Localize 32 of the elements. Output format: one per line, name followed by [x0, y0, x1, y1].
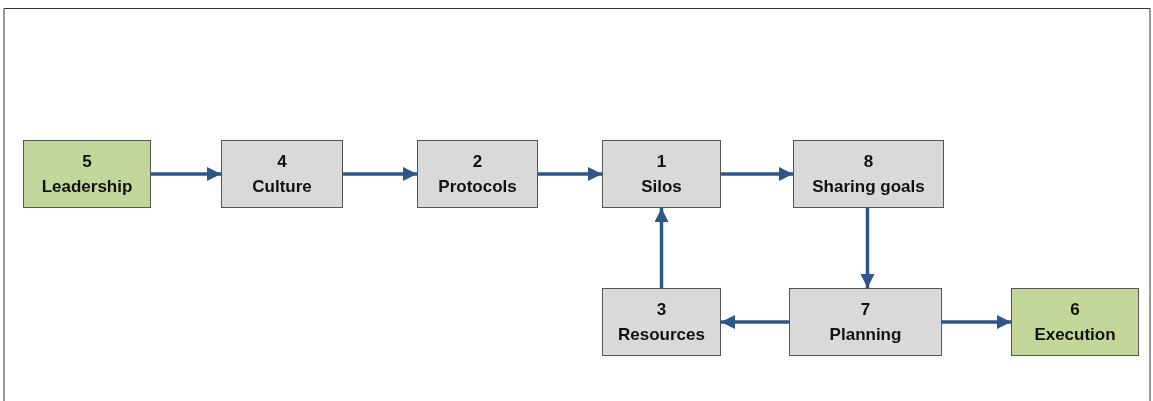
step-number: 2	[472, 150, 483, 173]
step-label: Resources	[618, 324, 705, 346]
arrow	[538, 167, 602, 181]
step-label: Planning	[829, 324, 902, 346]
step-number: 7	[860, 298, 871, 321]
process-box	[602, 288, 721, 356]
step-number: 3	[656, 298, 667, 321]
step-label: Protocols	[438, 176, 517, 198]
step-label: Execution	[1034, 324, 1116, 346]
process-box	[1011, 288, 1139, 356]
process-box	[417, 140, 538, 208]
process-box	[23, 140, 151, 208]
step-number: 6	[1070, 298, 1080, 321]
step-label: Leadership	[41, 176, 133, 198]
step-label: Culture	[252, 176, 312, 198]
process-box	[793, 140, 944, 208]
arrow	[721, 167, 793, 181]
arrow	[151, 167, 221, 181]
process-box	[221, 140, 343, 208]
arrow	[942, 315, 1011, 329]
step-label: Sharing goals	[812, 176, 925, 198]
step-number: 5	[82, 150, 92, 173]
process-box	[602, 140, 721, 208]
step-label: Silos	[641, 176, 682, 198]
arrow	[860, 208, 875, 288]
step-number: 8	[863, 150, 874, 173]
step-number: 1	[656, 150, 667, 173]
process-box	[789, 288, 942, 356]
arrow	[654, 208, 669, 288]
step-number: 4	[277, 150, 287, 173]
arrow	[721, 315, 789, 329]
arrow	[343, 167, 417, 181]
